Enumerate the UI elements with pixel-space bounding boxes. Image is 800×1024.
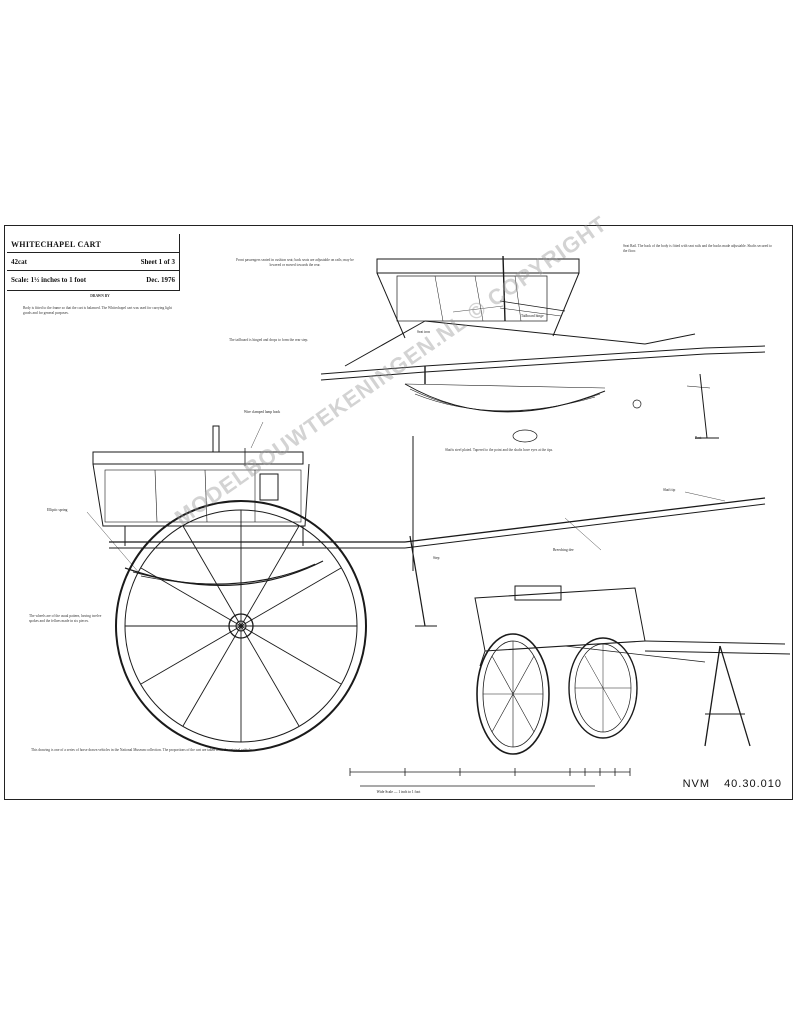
label-step: Step <box>433 556 440 560</box>
side-elevation <box>92 425 766 752</box>
label-hinge: Tailboard hinge <box>521 314 544 318</box>
note-left-body: Body is fitted to the frame so that the … <box>23 306 172 315</box>
scale-caption: Wide Scale — 1 inch to 1 foot <box>376 790 421 794</box>
scale-row: Scale: 1½ inches to 1 foot Dec. 1976 <box>11 276 175 284</box>
catalog-number: 42cat <box>11 258 27 266</box>
note-seat: The tailboard is hinged and drops to for… <box>229 338 309 342</box>
catalog-row: 42cat Sheet 1 of 3 <box>11 258 175 266</box>
note-bottom: This drawing is one of a series of horse… <box>31 748 253 752</box>
label-spring: Elliptic spring <box>47 508 68 512</box>
label-breeching: Breeching dee <box>553 548 574 552</box>
sheet-number: Sheet 1 of 3 <box>140 258 175 266</box>
cart-title: WHITECHAPEL CART <box>11 240 102 249</box>
note-right-top: Seat Rail. The back of the body is fitte… <box>623 244 772 253</box>
drawing-date: Dec. 1976 <box>146 276 175 284</box>
label-shaft-tip: Shaft tip <box>663 488 676 492</box>
cart-line-drawing <box>86 255 791 787</box>
note-mid-right: Shafts steel plated. Tapered to the poin… <box>445 448 554 452</box>
reference-code: 40.30.010 <box>724 778 782 790</box>
top-view <box>320 255 766 443</box>
perspective-view <box>474 585 791 755</box>
reference-prefix: NVM <box>682 778 711 790</box>
label-lamp: Wire clamped lamp hook <box>243 410 281 414</box>
scale-bar <box>349 768 631 787</box>
title-block: WHITECHAPEL CART 42cat Sheet 1 of 3 Scal… <box>7 234 180 291</box>
note-left-heading: DRAWN BY <box>90 294 110 298</box>
note-top-center: Front passengers seated in cushion seat;… <box>236 258 354 267</box>
note-left-lower: The wheels are of the usual pattern, hav… <box>29 614 102 623</box>
scale-text: Scale: 1½ inches to 1 foot <box>11 276 87 284</box>
drawing-sheet: WHITECHAPEL CART 42cat Sheet 1 of 3 Scal… <box>4 225 793 800</box>
reference-number: NVM 40.30.010 <box>669 778 782 790</box>
label-seat-iron: Seat iron <box>417 330 430 334</box>
